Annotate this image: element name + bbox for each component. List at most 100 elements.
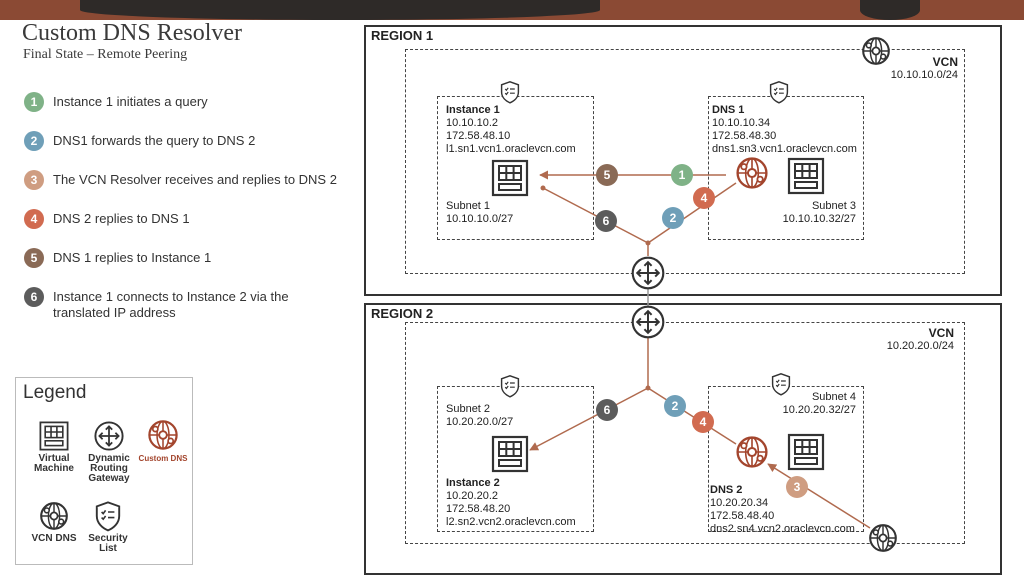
flow-line-instance1-drg — [542, 187, 649, 244]
virtual-machine-icon — [491, 159, 529, 197]
legend-item-security-list: Security List — [82, 500, 134, 554]
svg-text:3: 3 — [794, 480, 801, 494]
region-2-box — [364, 303, 1002, 575]
page-title: Custom DNS Resolver — [22, 20, 243, 46]
subnet-1-label: Subnet 1 — [446, 200, 491, 212]
flow-badge: 1 — [671, 164, 693, 186]
vcn-1-label: VCN — [932, 55, 958, 69]
custom-dns-icon — [736, 157, 768, 189]
subnet-4-label: Subnet 4 — [811, 391, 856, 403]
page-subtitle: Final State – Remote Peering — [23, 47, 188, 62]
instance-1-fqdn: l1.sn1.vcn1.oraclevcn.com — [446, 143, 576, 155]
flow-badge: 5 — [596, 164, 618, 186]
step-number-badge: 2 — [24, 131, 44, 151]
vcn-2-box — [405, 322, 965, 544]
legend-item-drg: Dynamic Routing Gateway — [82, 420, 136, 484]
svg-text:4: 4 — [701, 191, 708, 205]
flow-line-vcnresolver-dns2 — [767, 463, 871, 529]
flow-line-drg-dns2 — [647, 387, 737, 445]
step-number-badge: 4 — [24, 209, 44, 229]
virtual-machine-icon — [787, 157, 825, 195]
flow-badge: 6 — [595, 210, 617, 232]
flow-badge: 2 — [664, 395, 686, 417]
flow-line-drg-dns1 — [647, 182, 737, 244]
step-text: DNS 1 replies to Instance 1 — [53, 250, 212, 265]
step-text: DNS 2 replies to DNS 1 — [53, 211, 190, 226]
step-item: 2 DNS1 forwards the query to DNS 2 — [24, 131, 255, 151]
instance-2-ip: 10.20.20.2 — [446, 490, 498, 502]
vcn-2-label: VCN — [928, 326, 954, 340]
svg-text:6: 6 — [603, 214, 610, 228]
subnet-2-cidr: 10.20.20.0/27 — [446, 416, 514, 428]
flow-badge: 4 — [692, 411, 714, 433]
step-number-badge: 5 — [24, 248, 44, 268]
legend-item-virtual-machine: Virtual Machine — [26, 420, 82, 474]
subnet-2-label: Subnet 2 — [446, 403, 491, 415]
instance-2-fqdn: l2.sn2.vcn2.oraclevcn.com — [446, 516, 576, 528]
security-list-icon — [500, 81, 520, 104]
svg-text:4: 4 — [700, 415, 707, 429]
virtual-machine-icon — [491, 435, 529, 473]
vcn-dns-icon — [862, 37, 890, 65]
dns-1-fqdn: dns1.sn3.vcn1.oraclevcn.com — [712, 143, 857, 155]
region-1-label: REGION 1 — [371, 28, 434, 43]
drg-icon — [631, 305, 665, 339]
security-list-icon — [500, 375, 520, 398]
subnet-3-label: Subnet 3 — [811, 200, 856, 212]
step-item: 3 The VCN Resolver receives and replies … — [24, 170, 337, 190]
instance-2-title: Instance 2 — [446, 477, 500, 489]
legend-title: Legend — [23, 382, 87, 403]
step-text: Instance 1 initiates a query — [53, 94, 208, 109]
step-text: DNS1 forwards the query to DNS 2 — [53, 133, 256, 148]
connection-dot — [645, 385, 651, 391]
svg-text:2: 2 — [670, 211, 677, 225]
header-decoration — [860, 0, 920, 20]
connection-dot — [645, 240, 651, 246]
instance-2-public-ip: 172.58.48.20 — [446, 503, 511, 515]
step-number-badge: 1 — [24, 92, 44, 112]
svg-text:6: 6 — [604, 403, 611, 417]
vcn-1-box — [405, 49, 965, 274]
step-text: Instance 1 connects to Instance 2 via th… — [53, 289, 289, 320]
flow-line-drg-instance2 — [529, 387, 649, 451]
step-item: 4 DNS 2 replies to DNS 1 — [24, 209, 190, 229]
vcn-2-cidr: 10.20.20.0/24 — [886, 340, 954, 352]
legend-box: Legend Virtual Machine Dynamic Routing G… — [15, 377, 193, 565]
dns-1-ip: 10.10.10.34 — [712, 117, 771, 129]
flow-badge: 4 — [693, 187, 715, 209]
region-2-label: REGION 2 — [371, 306, 434, 321]
step-item: 1 Instance 1 initiates a query — [24, 92, 208, 112]
connection-dot — [540, 185, 546, 191]
subnet-4-cidr: 10.20.20.32/27 — [782, 404, 856, 416]
step-item: 6 Instance 1 connects to Instance 2 via … — [24, 287, 318, 321]
drg-icon — [631, 256, 665, 290]
vcn-1-cidr: 10.10.10.0/24 — [890, 69, 958, 81]
dns-1-title: DNS 1 — [712, 104, 745, 116]
legend-label: Custom DNS — [138, 454, 188, 463]
flow-badge: 6 — [596, 399, 618, 421]
instance-1-ip: 10.10.10.2 — [446, 117, 498, 129]
step-text: The VCN Resolver receives and replies to… — [53, 172, 337, 187]
subnet-3-cidr: 10.10.10.32/27 — [782, 213, 856, 225]
custom-dns-icon — [736, 436, 768, 468]
legend-label: Security List — [88, 533, 128, 554]
step-number-badge: 3 — [24, 170, 44, 190]
dns-1-public-ip: 172.58.48.30 — [712, 130, 777, 142]
legend-item-vcn-dns: VCN DNS — [24, 500, 84, 544]
legend-label: Dynamic Routing Gateway — [88, 453, 130, 484]
vcn-dns-icon — [869, 524, 897, 552]
flow-badge: 2 — [662, 207, 684, 229]
security-list-icon — [769, 81, 789, 104]
security-list-icon — [771, 373, 791, 396]
subnet-1-cidr: 10.10.10.0/27 — [446, 213, 514, 225]
svg-text:1: 1 — [679, 168, 686, 182]
legend-label: Virtual Machine — [33, 453, 74, 474]
instance-1-title: Instance 1 — [446, 104, 500, 116]
flow-badge: 3 — [786, 476, 808, 498]
dns-2-fqdn: dns2.sn4.vcn2.oraclevcn.com — [710, 523, 855, 535]
svg-text:2: 2 — [672, 399, 679, 413]
dns-2-title: DNS 2 — [710, 484, 743, 496]
instance-1-public-ip: 172.58.48.10 — [446, 130, 511, 142]
legend-item-custom-dns: Custom DNS — [137, 418, 189, 464]
